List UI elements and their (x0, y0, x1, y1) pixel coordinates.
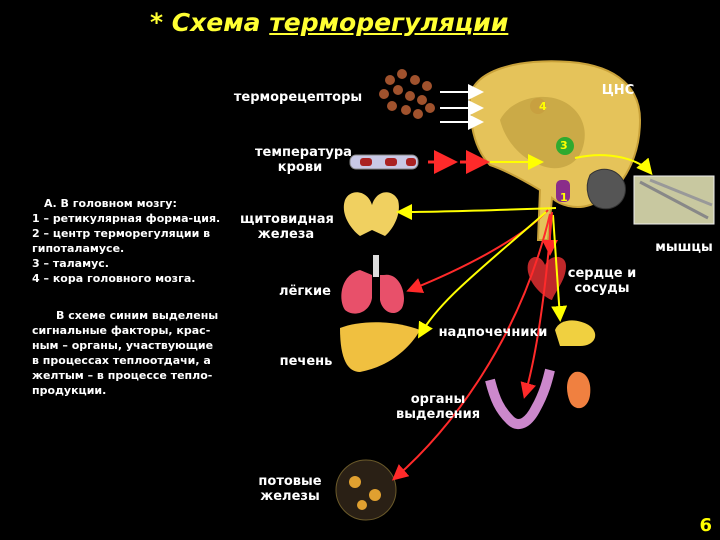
arrow-to-thyroid (396, 203, 557, 220)
thermoreceptor-cluster (379, 69, 435, 119)
label-lungs: лёгкие (279, 284, 331, 299)
adrenal-illustration (555, 320, 596, 346)
label-liver: печень (279, 354, 333, 369)
arrow-to-sweat (391, 213, 551, 481)
note-line-2: ным – органы, участвующие (32, 339, 214, 352)
excretory-illustration (485, 368, 591, 430)
title-word1: Схема (171, 8, 261, 37)
brain-marker-3-dot (556, 137, 574, 155)
note-line-5: продукции. (32, 384, 107, 397)
thyroid-illustration (343, 192, 399, 236)
arrow-to-muscles (574, 154, 653, 176)
legend-line-0: А. В головном мозгу: (44, 197, 177, 210)
brain-marker-4-dot (530, 98, 546, 114)
brain-marker-1: 1 (560, 191, 568, 204)
blood-vessel (349, 154, 419, 170)
note-block: В схеме синим выделены сигнальные фактор… (32, 308, 232, 398)
lungs-illustration (341, 255, 404, 314)
sweat-glands-illustration (335, 459, 397, 521)
arrow-to-lungs (406, 209, 549, 293)
page-number: 6 (699, 515, 712, 536)
label-adrenals: надпочечники (438, 325, 548, 340)
note-line-1: сигнальные факторы, крас- (32, 324, 211, 337)
arrow-to-excretory (520, 211, 553, 399)
legend-line-3: 3 – таламус. (32, 257, 109, 270)
label-cns: ЦНС (601, 83, 635, 98)
label-excretory: органы выделения (396, 392, 481, 422)
label-sweat: потовые железы (258, 474, 322, 504)
brain-illustration (468, 60, 642, 241)
brain-marker-4: 4 (539, 100, 547, 113)
legend-line-4: 4 – кора головного мозга. (32, 272, 196, 285)
label-muscles: мышцы (655, 240, 713, 255)
legend-line-1: 1 – ретикулярная форма-ция. (32, 212, 221, 225)
muscle-illustration (633, 175, 715, 225)
label-thyroid: щитовидная железа (240, 212, 334, 242)
page-title: * Схема терморегуляции (150, 8, 508, 37)
liver-illustration (340, 322, 420, 372)
title-star: * (150, 8, 164, 37)
label-blood-temp: температура крови (255, 145, 352, 175)
arrow-to-liver (418, 211, 547, 339)
legend-block: А. В головном мозгу: 1 – ретикулярная фо… (32, 196, 232, 286)
arrow-to-adrenals (551, 214, 568, 322)
note-line-4: желтым – в процессе тепло- (32, 369, 213, 382)
note-line-0: В схеме синим выделены (56, 309, 219, 322)
note-line-3: в процессах теплоотдачи, а (32, 354, 211, 367)
label-thermoreceptors: терморецепторы (233, 90, 363, 105)
brain-marker-1-dot (556, 180, 570, 202)
brain-marker-3: 3 (560, 139, 568, 152)
legend-line-2: 2 – центр терморегуляции в гипоталамусе. (32, 227, 211, 255)
label-heart: сердце и сосуды (567, 266, 637, 296)
title-word2: терморегуляции (269, 8, 509, 37)
